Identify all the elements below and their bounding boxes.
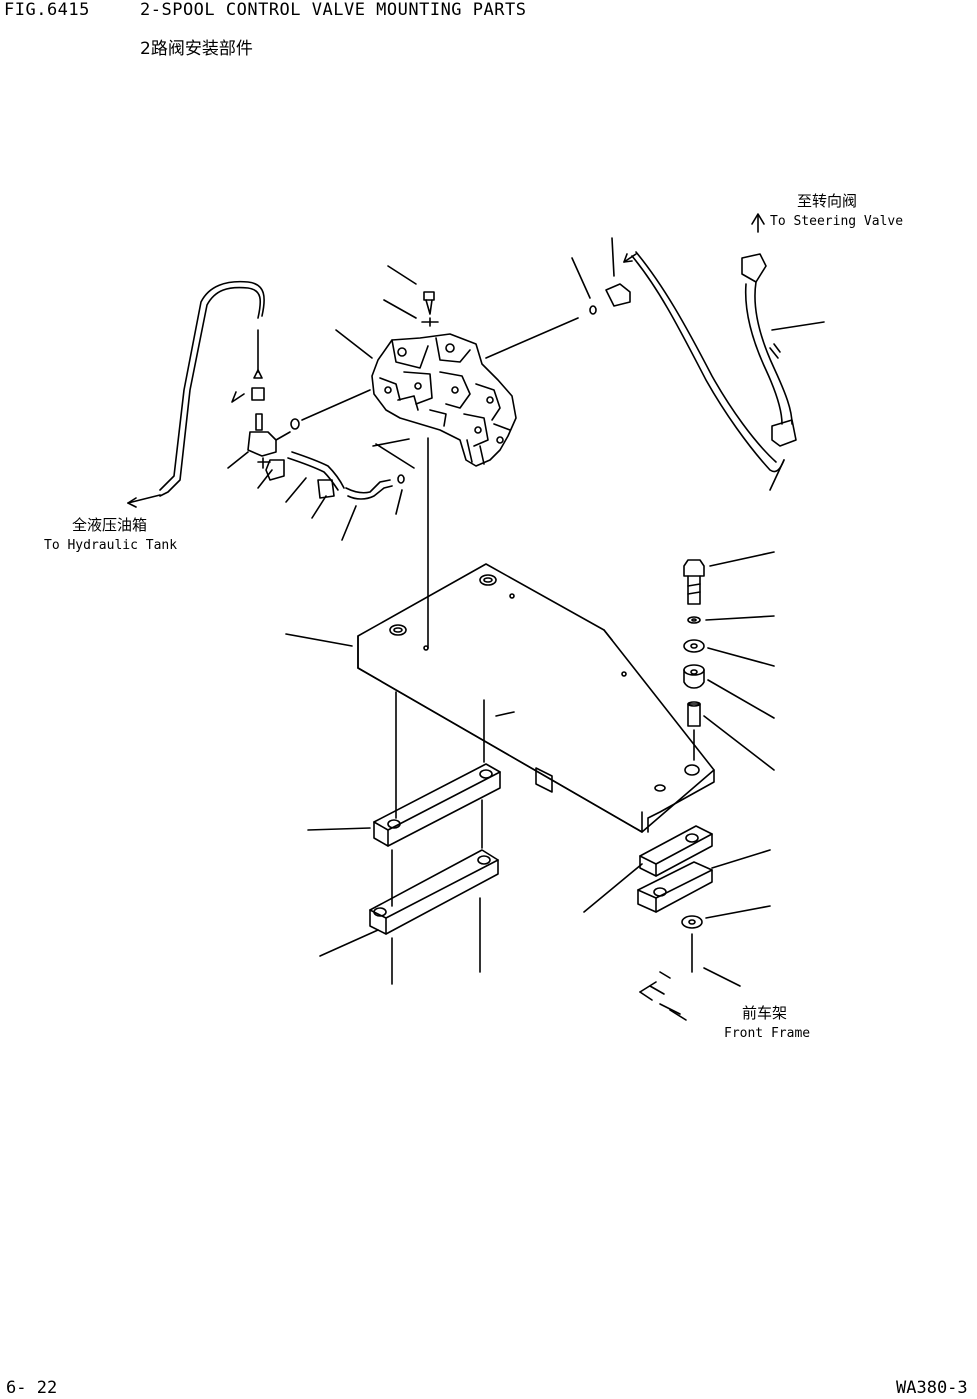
steering-label-en: To Steering Valve	[770, 214, 904, 229]
tank-hose	[127, 280, 265, 508]
page-number: 6- 22	[6, 1378, 58, 1398]
tank-label-cn: 全液压油箱	[72, 516, 148, 534]
control-valve	[371, 333, 517, 467]
frame-label-en: Front Frame	[724, 1026, 811, 1041]
bolt-stack	[681, 551, 775, 973]
steering-hose	[571, 213, 825, 491]
steering-label-cn: 至转向阀	[797, 192, 858, 210]
tank-label-en: To Hydraulic Tank	[44, 538, 178, 553]
spacers-right	[583, 825, 771, 913]
fittings-left	[247, 413, 415, 500]
figure-title-cn: 2路阀安装部件	[140, 39, 253, 59]
figure-title: 2-SPOOL CONTROL VALVE MOUNTING PARTS	[140, 0, 527, 20]
valve-top-plug	[383, 265, 439, 327]
spacers-left	[307, 691, 501, 985]
front-frame-ref	[639, 967, 741, 1021]
valve-leaders	[227, 317, 579, 541]
figure-number: FIG.6415	[4, 0, 90, 20]
frame-label-cn: 前车架	[742, 1004, 788, 1022]
model-number: WA380-3	[896, 1378, 968, 1398]
mounting-plate	[285, 437, 715, 833]
